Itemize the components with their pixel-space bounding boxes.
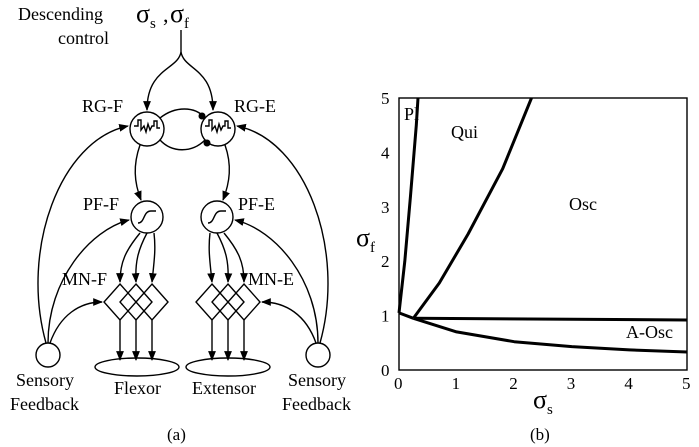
- extensor-muscle: [185, 357, 271, 377]
- plot-frame: [398, 97, 688, 371]
- rg-f-label: RG-F: [82, 96, 123, 116]
- flexor-muscle: [94, 357, 180, 377]
- rg-e-to-pf-e-arrow: [222, 144, 230, 201]
- pf-f-to-mn-arrow-1: [116, 232, 141, 283]
- sensory-left-node: [35, 342, 61, 368]
- y-ticks: 0 1 2 3 4 5: [381, 89, 390, 380]
- sensory-left-to-rg-arrow: [37, 123, 129, 344]
- y-tick-label-5: 5: [381, 89, 390, 108]
- pf-e-sigmoid-icon: [207, 210, 226, 224]
- boundary-curve-5: [412, 316, 688, 354]
- region-osc-label: Osc: [569, 194, 597, 214]
- mn-e-label: MN-E: [248, 269, 294, 289]
- sensory-right-to-mn-arrow: [261, 298, 317, 344]
- pf-e-label: PF-E: [238, 194, 275, 214]
- x-tick-label-4: 4: [624, 374, 633, 393]
- descending-label-line1: Descending: [18, 4, 103, 24]
- rg-f-signal-icon: [134, 119, 160, 135]
- sensory-right-label-1: Sensory: [288, 370, 346, 390]
- sensory-right-label-2: Feedback: [282, 394, 351, 414]
- sensory-right-to-pf-arrow: [234, 218, 319, 344]
- sensory-right-node: [305, 342, 331, 368]
- descending-arrow-left: [143, 51, 182, 111]
- rg-e-signal-icon: [205, 119, 231, 135]
- sensory-left-label-1: Sensory: [16, 370, 74, 390]
- y-tick-label-4: 4: [381, 143, 390, 162]
- caption-b: (b): [530, 425, 550, 444]
- inhibit-dot-bottom: [203, 139, 211, 147]
- sigma-sep: ,: [163, 2, 169, 27]
- pf-f-label: PF-F: [83, 194, 119, 214]
- x-tick-label-2: 2: [509, 374, 518, 393]
- sensory-right-to-rg-arrow: [236, 123, 329, 344]
- x-tick-label-5: 5: [682, 374, 691, 393]
- region-a-osc-label: A-Osc: [626, 322, 673, 342]
- flexor-label: Flexor: [114, 378, 161, 398]
- inhibit-dot-top: [198, 112, 206, 120]
- pf-f-to-mn-arrow-2: [131, 232, 148, 283]
- sensory-left-label-2: Feedback: [10, 394, 79, 414]
- x-tick-label-3: 3: [567, 374, 576, 393]
- y-axis-label: σf: [356, 223, 375, 256]
- y-tick-label-0: 0: [381, 361, 390, 380]
- x-ticks: 0 1 2 3 4 5: [394, 374, 691, 393]
- inhibit-f-to-e: [159, 108, 206, 119]
- pf-e-to-mn-arrow-1: [207, 232, 216, 283]
- rg-f-to-pf-f-arrow: [134, 144, 142, 201]
- pf-e-to-mn-arrow-3: [223, 232, 248, 283]
- extensor-label: Extensor: [192, 378, 256, 398]
- x-tick-label-1: 1: [452, 374, 461, 393]
- boundary-curve-4: [413, 316, 688, 322]
- boundary-curve-3: [412, 97, 533, 320]
- rg-f-node: [129, 111, 165, 147]
- boundary-curve-1: [397, 97, 420, 314]
- y-tick-label-3: 3: [381, 198, 390, 217]
- sigma-s-label: σs: [136, 0, 156, 32]
- inhibit-e-to-f: [159, 139, 206, 151]
- pf-f-node: [130, 200, 164, 234]
- x-tick-label-0: 0: [394, 374, 403, 393]
- rg-e-node: [200, 111, 236, 147]
- descending-label-line2: control: [58, 28, 109, 48]
- sensory-left-to-pf-arrow: [47, 218, 130, 344]
- rg-e-label: RG-E: [234, 96, 276, 116]
- region-qui-label: Qui: [451, 122, 478, 142]
- descending-arrow-right: [180, 51, 217, 111]
- y-tick-label-2: 2: [381, 252, 390, 271]
- mn-f-label: MN-F: [62, 269, 107, 289]
- pf-e-to-mn-arrow-2: [216, 232, 233, 283]
- pf-f-sigmoid-icon: [137, 210, 156, 224]
- x-axis-label: σs: [533, 385, 553, 418]
- caption-a: (a): [167, 425, 186, 444]
- region-pl-label: Pl: [404, 104, 419, 124]
- boundary-curve-2: [398, 311, 414, 320]
- sigma-f-label: σf: [170, 0, 189, 32]
- panel-b: 0 1 2 3 4 5 0 1 2 3 4 5 Pl Qui Osc A-Osc σf σs (b): [356, 89, 691, 444]
- sensory-left-to-mn-arrow: [49, 298, 103, 344]
- y-tick-label-1: 1: [381, 307, 390, 326]
- panel-a: Descending control σs , σf RG-F RG-E PF-…: [10, 0, 351, 444]
- pf-e-node: [200, 200, 234, 234]
- pf-f-to-mn-arrow-3: [148, 232, 157, 283]
- phase-boundaries: [397, 97, 688, 354]
